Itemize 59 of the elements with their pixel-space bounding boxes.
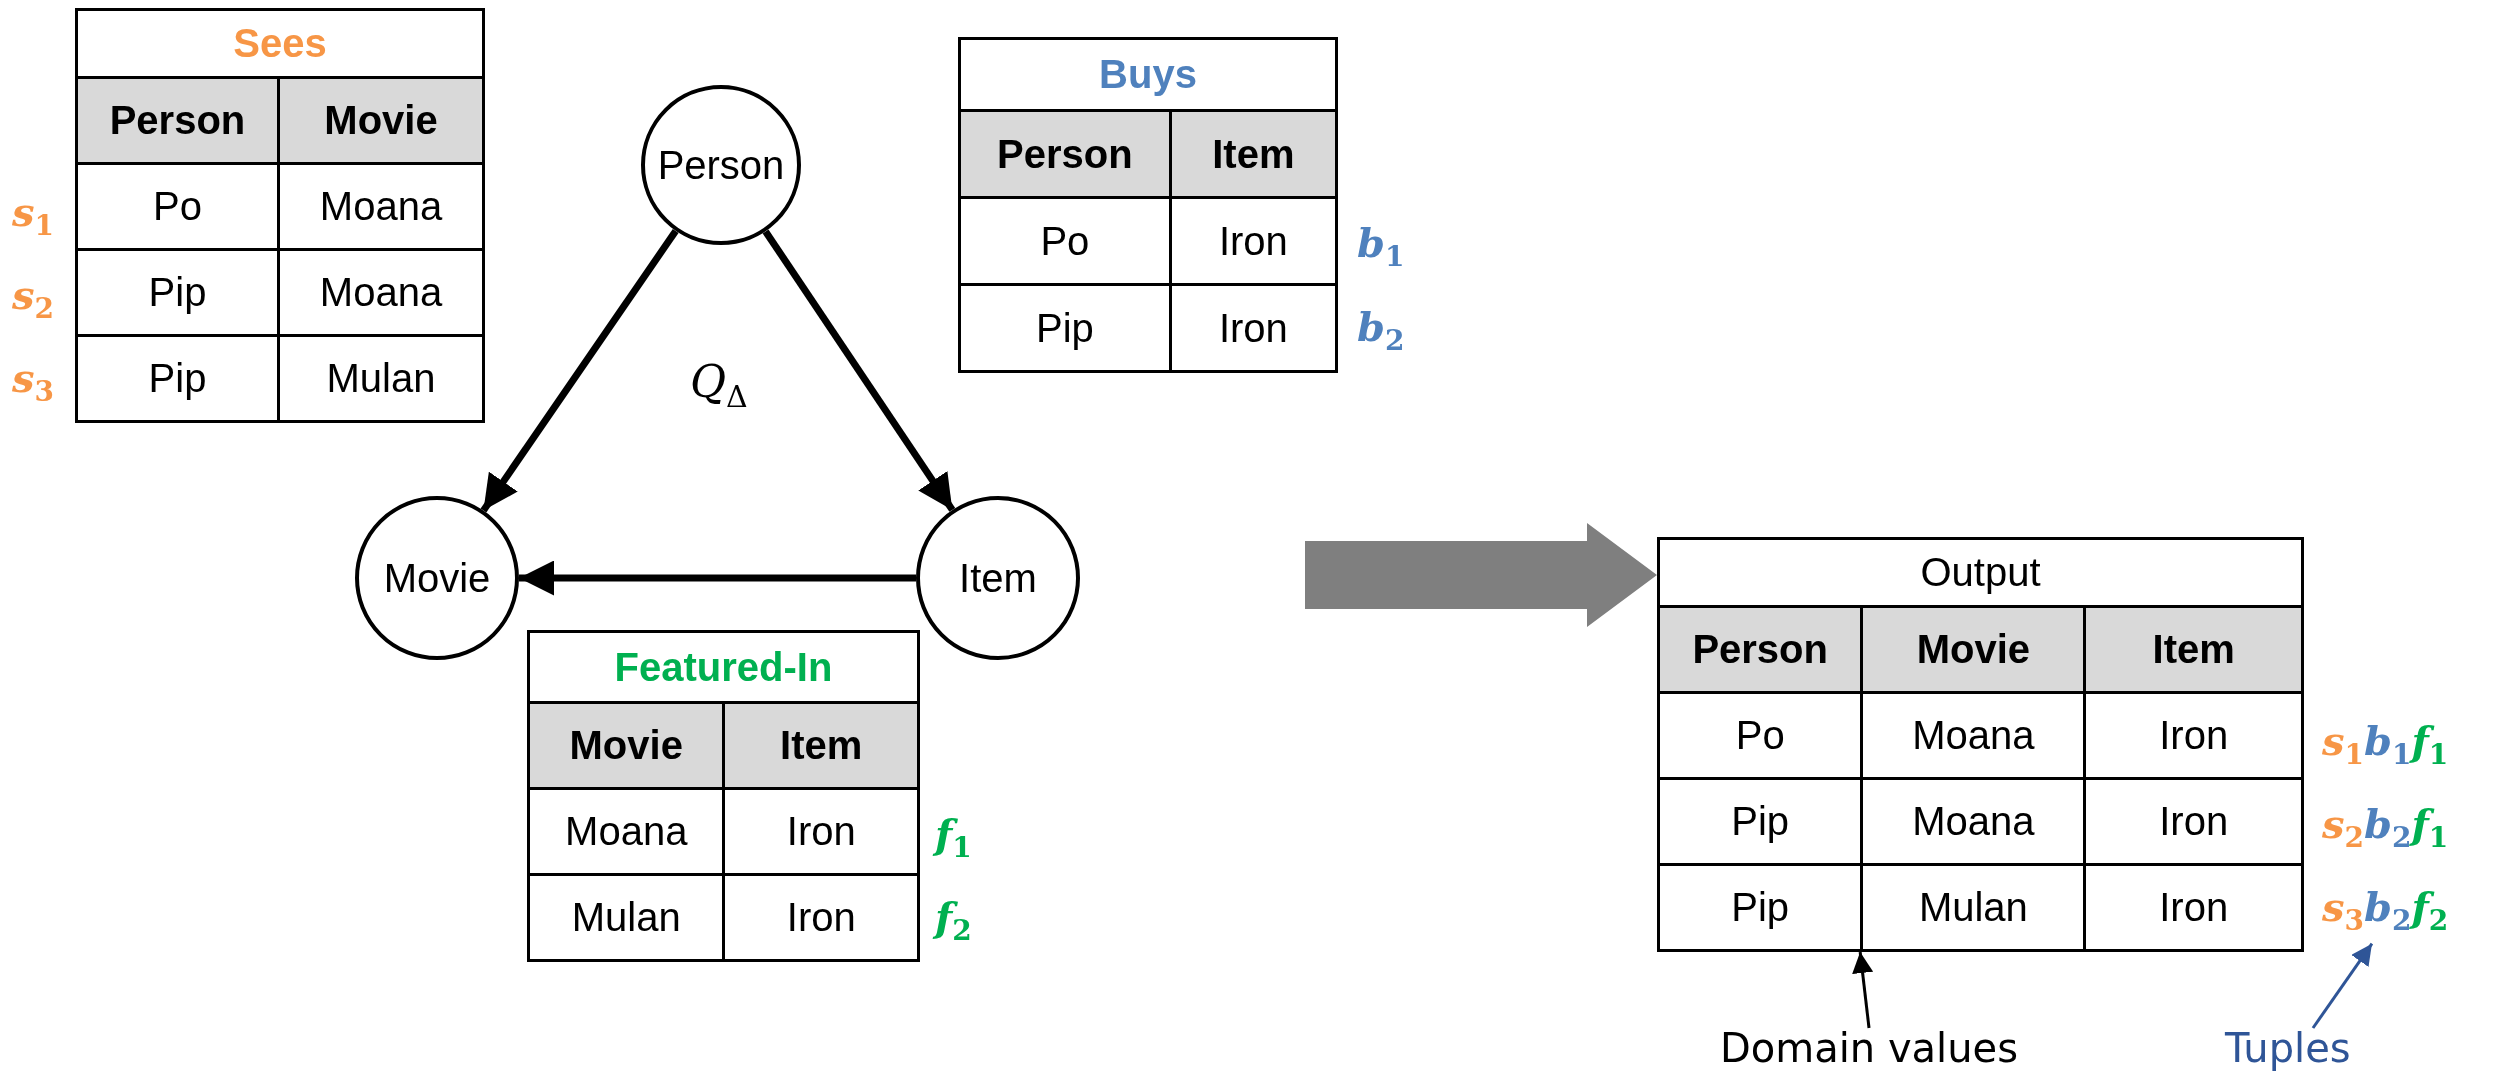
relation-table (75, 8, 485, 423)
table-cell: Iron (2084, 864, 2303, 951)
block-arrow (1305, 523, 1657, 627)
entity-circle: Item (916, 496, 1080, 660)
annotation-note: Domain values (1720, 1028, 2019, 1068)
header-cell: Movie (1861, 606, 2085, 693)
table-cell: Iron (723, 788, 919, 875)
table-cell: Iron (1170, 197, 1337, 285)
table-cell: Moana (1861, 692, 2085, 779)
tuple-annotation: s$_{3}$ (12, 357, 54, 406)
table-cell: Pip (959, 284, 1171, 372)
entity-circle: Movie (355, 496, 519, 660)
leader-line (1852, 951, 1873, 1029)
query-label: Q$_{Δ}$ (690, 360, 748, 412)
entity-circle: Person (641, 85, 801, 245)
tuple-annotation: b$_{2}$ (1357, 307, 1405, 355)
tuple-annotation: s$_{1}$ (12, 191, 54, 240)
table-cell: Moana (278, 249, 484, 336)
header-cell: Person (76, 77, 279, 164)
table-cell: Moana (1861, 778, 2085, 865)
tuple-annotation: s$_{3}$b$_{2}$f$_{2}$ (2322, 886, 2449, 935)
tuple-annotation: s$_{2}$b$_{2}$f$_{1}$ (2322, 803, 2449, 852)
table-cell: Pip (76, 249, 279, 336)
header-cell: Movie (278, 77, 484, 164)
table-cell: Mulan (278, 335, 484, 422)
table-cell: Iron (2084, 692, 2303, 779)
table-cell: Iron (2084, 778, 2303, 865)
relation-table (958, 37, 1338, 373)
table-cell: Moana (528, 788, 724, 875)
table-cell: Po (959, 197, 1171, 285)
header-cell: Movie (528, 702, 724, 789)
table-title: Buys (959, 38, 1337, 111)
table-cell: Iron (723, 874, 919, 961)
header-cell: Item (723, 702, 919, 789)
table-cell: Iron (1170, 284, 1337, 372)
tuple-annotation: b$_{1}$ (1357, 223, 1405, 271)
table-cell: Pip (1658, 778, 1862, 865)
tuple-annotation: s$_{2}$ (12, 274, 54, 323)
relation-table (1657, 537, 2304, 952)
tuple-annotation: s$_{1}$b$_{1}$f$_{1}$ (2322, 720, 2449, 769)
table-cell: Mulan (528, 874, 724, 961)
header-cell: Item (2084, 606, 2303, 693)
table-cell: Po (1658, 692, 1862, 779)
header-cell: Person (1658, 606, 1862, 693)
table-title: Sees (76, 9, 484, 78)
arrow (519, 560, 916, 596)
table-cell: Moana (278, 163, 484, 250)
header-cell: Person (959, 110, 1171, 198)
table-cell: Mulan (1861, 864, 2085, 951)
relation-table (527, 630, 920, 962)
table-cell: Pip (1658, 864, 1862, 951)
leader-line (2311, 942, 2374, 1029)
arrow (480, 228, 679, 513)
header-cell: Item (1170, 110, 1337, 198)
table-title: Output (1658, 538, 2303, 607)
table-cell: Pip (76, 335, 279, 422)
table-cell: Po (76, 163, 279, 250)
arrow (762, 229, 956, 512)
table-title: Featured-In (528, 631, 919, 703)
